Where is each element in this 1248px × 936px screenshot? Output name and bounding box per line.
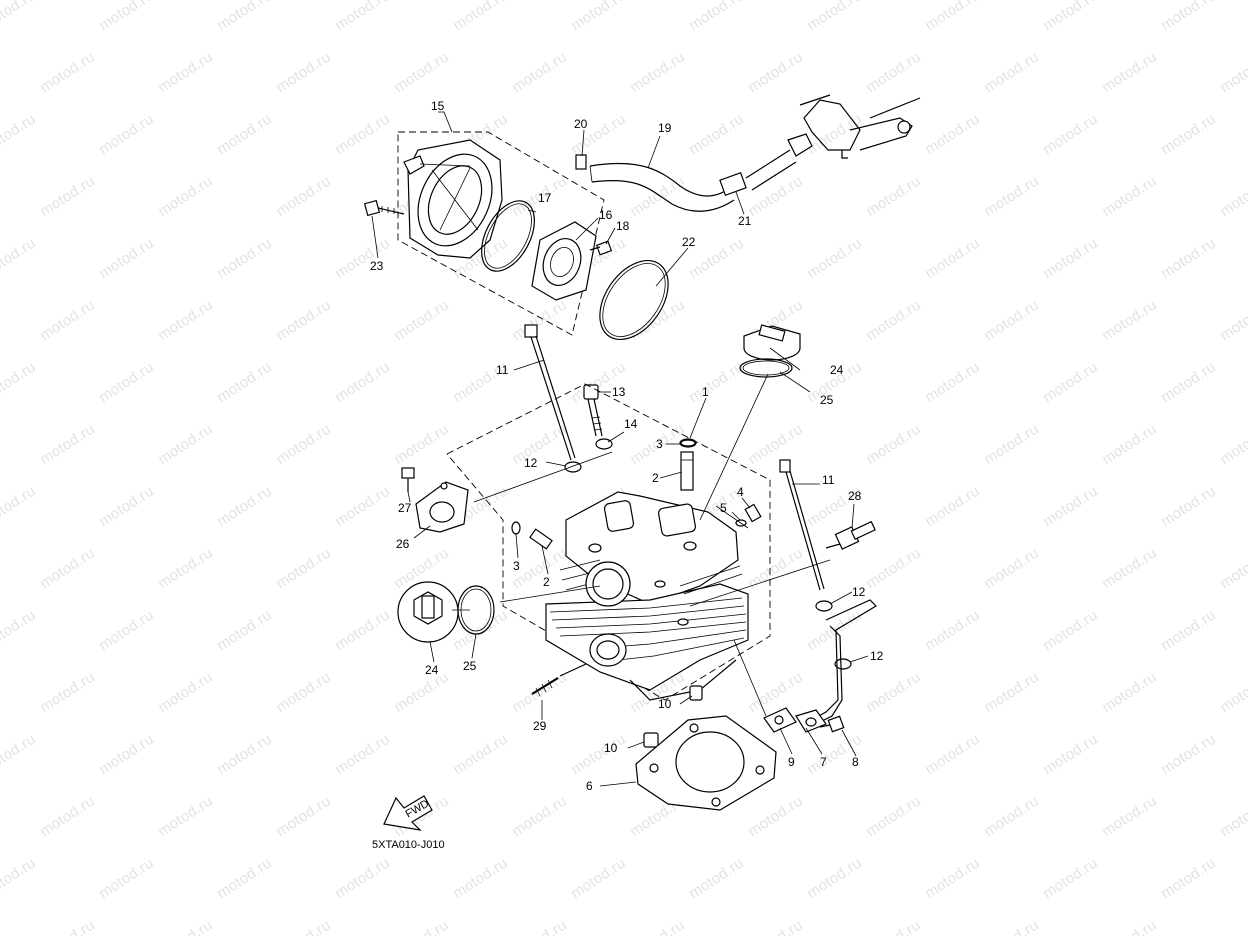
callout-27: 27	[398, 501, 412, 515]
callout-20: 20	[574, 117, 588, 131]
bolt-8	[819, 715, 845, 733]
callout-28: 28	[848, 489, 862, 503]
shroud-15	[403, 139, 503, 259]
callout-11-right: 11	[822, 473, 835, 487]
spark-plug-28	[825, 520, 876, 550]
callout-24-left: 24	[425, 663, 439, 677]
callout-15: 15	[431, 99, 445, 113]
callout-3-lower: 3	[513, 559, 520, 573]
callout-6: 6	[586, 779, 593, 793]
stud-bolt-11-right	[779, 459, 825, 591]
callout-16: 16	[599, 208, 613, 222]
diagram-code: 5XTA010-J010	[372, 839, 445, 851]
callout-13: 13	[612, 385, 626, 399]
callout-29: 29	[533, 719, 547, 733]
clip-20	[575, 154, 587, 170]
callout-22: 22	[682, 235, 696, 249]
callout-19: 19	[658, 121, 672, 135]
callout-26: 26	[396, 537, 410, 551]
callout-7: 7	[820, 755, 827, 769]
bolt-13	[583, 384, 603, 437]
callout-25-left: 25	[463, 659, 477, 673]
callout-11-left: 11	[496, 363, 509, 377]
circlip-3-upper	[680, 439, 696, 447]
valve-guide-2-upper	[679, 438, 697, 491]
callout-23: 23	[370, 259, 384, 273]
callout-labels: 15 20 19 17 16 18 21 22 23 11 13 24 25 1…	[370, 99, 884, 793]
stud-bolt-29	[531, 663, 587, 697]
callout-25-right: 25	[820, 393, 834, 407]
callout-4: 4	[737, 485, 744, 499]
dowel-pins-10	[643, 685, 703, 748]
callout-9: 9	[788, 755, 795, 769]
breather-pipe	[745, 94, 921, 191]
washers-12-14	[564, 438, 613, 473]
hose-19	[589, 162, 735, 212]
callout-12-right-lower: 12	[870, 649, 884, 663]
clamp-21	[719, 171, 747, 197]
o-ring-22	[599, 259, 669, 341]
callout-14: 14	[624, 417, 638, 431]
head-gasket-6	[635, 715, 777, 811]
joint-plate-16	[531, 221, 597, 301]
bolt-27	[401, 467, 415, 492]
callout-10-lower: 10	[604, 741, 618, 755]
callout-10-upper: 10	[658, 697, 672, 711]
callout-21: 21	[738, 214, 752, 228]
bolt-23	[363, 199, 405, 217]
cover-26	[415, 481, 469, 533]
oil-pipe	[795, 599, 877, 733]
callout-1: 1	[702, 385, 709, 399]
callout-3-upper: 3	[656, 437, 663, 451]
cylinder-head-1	[545, 491, 749, 701]
leader-lines	[371, 111, 869, 787]
bolt-18	[589, 240, 613, 256]
cylinder-head-dashed-frame	[446, 383, 771, 701]
cap-24-right	[743, 324, 801, 361]
o-ring-17	[481, 200, 535, 272]
callout-5: 5	[720, 501, 727, 515]
fwd-arrow-icon: FWD	[383, 795, 433, 831]
cap-24-left	[397, 581, 459, 643]
callout-17: 17	[538, 191, 552, 205]
stud-bolt-11-left	[524, 324, 576, 461]
callout-12-right-upper: 12	[852, 585, 866, 599]
gasket-9	[763, 707, 797, 733]
callout-2-lower: 2	[543, 575, 550, 589]
callout-2-upper: 2	[652, 471, 659, 485]
callout-12-left: 12	[524, 456, 538, 470]
callout-24-right: 24	[830, 363, 844, 377]
callout-8: 8	[852, 755, 859, 769]
o-ring-25-right	[739, 358, 793, 378]
callout-18: 18	[616, 219, 630, 233]
valve-guide-2-lower	[511, 521, 553, 550]
